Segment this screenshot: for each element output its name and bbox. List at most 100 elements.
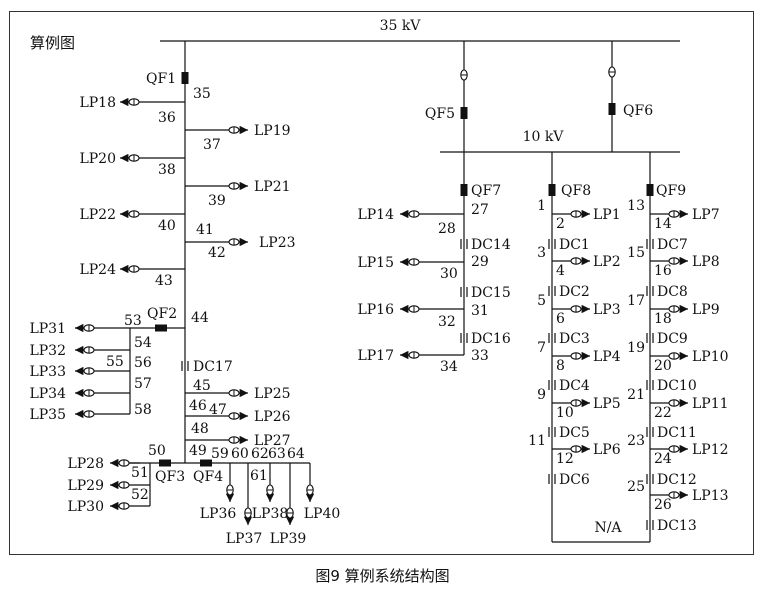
node-number: 50: [148, 443, 166, 459]
load-label: LP29: [67, 478, 104, 494]
node-number: 47: [209, 402, 227, 418]
load-label: LP39: [270, 531, 307, 547]
switch-dc: [646, 520, 654, 530]
switch-label: DC7: [657, 237, 688, 253]
node-number: 53: [124, 313, 142, 329]
switch-label: DC15: [471, 285, 511, 301]
node-number: 28: [438, 221, 456, 237]
node-number: 62: [251, 446, 269, 462]
node-number: 21: [627, 387, 645, 403]
breaker-qf8: [548, 184, 556, 196]
node-number: 23: [627, 433, 645, 449]
node-number: 46: [189, 398, 207, 414]
node-number: 41: [196, 222, 214, 238]
node-number: 5: [537, 293, 546, 309]
node-number: 52: [131, 487, 149, 503]
node-number: 32: [438, 314, 456, 330]
switch-dc: [646, 239, 654, 249]
load-ct-symbol: [286, 507, 294, 519]
load-label: LP33: [29, 364, 66, 380]
load-label: LP8: [692, 254, 720, 270]
load-ct-symbol: [266, 484, 274, 496]
switch-label: DC3: [559, 331, 590, 347]
load-label: LP25: [254, 386, 291, 402]
figure-label: 算例图: [30, 34, 75, 52]
node-number: 29: [471, 254, 489, 270]
load-label: LP22: [79, 207, 116, 223]
load-ct-symbol: [83, 367, 95, 375]
load-ct-symbol: [228, 389, 240, 397]
load-ct-symbol: [570, 305, 582, 313]
node-number: 7: [537, 340, 546, 356]
load-ct-symbol: [228, 182, 240, 190]
breaker-label: QF1: [146, 71, 176, 87]
node-number: 4: [556, 263, 565, 279]
breaker-qf3: [159, 459, 171, 467]
node-number: 45: [193, 378, 211, 394]
load-label: LP23: [259, 235, 296, 251]
load-label: LP28: [67, 456, 104, 472]
load-ct-symbol: [128, 98, 140, 106]
load-ct-symbol: [570, 257, 582, 265]
load-ct-symbol: [306, 484, 314, 496]
node-number: 37: [203, 137, 221, 153]
tie-switch-label: N/A: [594, 520, 622, 536]
load-ct-symbol: [128, 265, 140, 273]
node-number: 42: [208, 245, 226, 261]
breaker-qf6: [608, 103, 616, 115]
switch-label: DC10: [657, 378, 697, 394]
load-ct-symbol: [244, 507, 252, 519]
load-label: LP18: [79, 95, 116, 111]
node-number: 2: [556, 216, 565, 232]
load-label: LP40: [304, 506, 341, 522]
load-ct-symbol: [408, 258, 420, 266]
switch-dc14: [460, 239, 468, 249]
load-ct-symbol: [570, 210, 582, 218]
load-label: LP26: [254, 409, 291, 425]
node-number: 63: [268, 446, 286, 462]
switch-dc: [548, 239, 556, 249]
switch-label: DC16: [471, 331, 511, 347]
load-label: LP16: [357, 302, 394, 318]
ct-qf5: [460, 69, 468, 81]
load-ct-symbol: [128, 210, 140, 218]
load-ct-symbol: [228, 412, 240, 420]
figure-caption: 图9 算例系统结构图: [315, 567, 450, 585]
node-number: 9: [537, 387, 546, 403]
switch-label: DC8: [657, 284, 688, 300]
switch-label: DC11: [657, 425, 697, 441]
ct-qf6: [608, 66, 616, 78]
node-number: 44: [191, 310, 209, 326]
breaker-qf4: [200, 459, 212, 467]
load-ct-symbol: [228, 126, 240, 134]
switch-label: DC12: [657, 472, 697, 488]
node-number: 10: [556, 405, 574, 421]
load-ct-symbol: [408, 210, 420, 218]
node-number: 19: [627, 340, 645, 356]
load-label: LP11: [692, 396, 729, 412]
bus-35kv-label: 35 kV: [380, 18, 422, 34]
node-number: 58: [134, 402, 152, 418]
switch-dc: [646, 380, 654, 390]
breaker-label: QF7: [471, 183, 501, 199]
breaker-label: QF8: [561, 183, 591, 199]
node-number: 35: [193, 86, 211, 102]
load-label: LP15: [357, 255, 394, 271]
node-number: 55: [106, 354, 124, 370]
node-number: 15: [627, 245, 645, 261]
node-number: 38: [158, 162, 176, 178]
load-ct-symbol: [668, 257, 680, 265]
load-ct-symbol: [570, 445, 582, 453]
load-label: LP6: [593, 442, 621, 458]
switch-label: DC13: [657, 518, 697, 534]
node-number: 20: [654, 358, 672, 374]
breaker-qf5: [460, 107, 468, 119]
switch-dc: [548, 427, 556, 437]
load-label: LP38: [252, 506, 289, 522]
switch-dc15: [460, 287, 468, 297]
node-number: 25: [627, 479, 645, 495]
switch-dc: [646, 286, 654, 296]
breaker-qf2: [155, 324, 167, 332]
breaker-label: QF3: [155, 469, 185, 485]
load-ct-symbol: [570, 399, 582, 407]
